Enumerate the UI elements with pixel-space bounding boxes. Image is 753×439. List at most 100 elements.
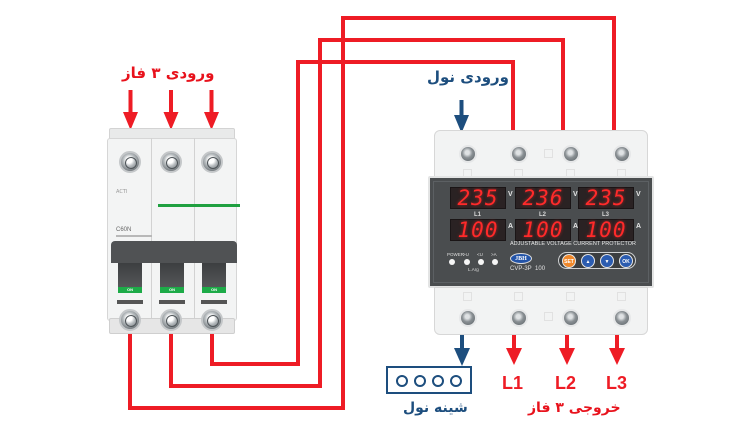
up-button[interactable]: ▲ [581, 254, 595, 268]
breaker-brand: ACTI [116, 189, 128, 195]
device-top-terminal-block [434, 130, 648, 178]
overvoltage-led [464, 259, 470, 265]
led-group-label: L.Arg [468, 267, 479, 272]
bottom-terminal-l3 [613, 309, 631, 327]
output-line-l3: L3 [606, 373, 628, 393]
bottom-screw-terminal-2 [160, 309, 182, 331]
top-screw-terminal-3 [201, 151, 223, 173]
brand-logo: JBH [510, 253, 532, 264]
output-3phase-label: خروجی ۳ فاز [528, 400, 621, 416]
voltage-unit-l2: V [573, 191, 578, 198]
terminal-marker [544, 312, 553, 321]
breaker-lever-2[interactable] [160, 263, 184, 289]
busbar-hole [432, 375, 444, 387]
voltage-display-l3: 235 [578, 187, 634, 209]
top-screw-terminal-2 [160, 151, 182, 173]
bottom-terminal-n [459, 309, 477, 327]
bottom-screw-terminal-1 [119, 309, 141, 331]
phase-label-l1: L1 [474, 212, 482, 218]
wire-pole2-to-l2 [169, 38, 565, 388]
terminal-marker [514, 292, 523, 301]
device-model: CVP-3P 100 [510, 266, 545, 272]
current-unit-l3: A [636, 223, 642, 230]
wire-pole1-to-l3 [128, 16, 616, 410]
phase-label-l2: L2 [539, 212, 547, 218]
top-terminal-n [459, 145, 477, 163]
voltage-display-l2: 236 [515, 187, 571, 209]
breaker-lever-1[interactable] [118, 263, 142, 289]
top-terminal-l3 [613, 145, 631, 163]
pole-1-on-indicator: ON [118, 287, 142, 293]
device-title: ADJUSTABLE VOLTAGE CURRENT PROTECTOR [510, 241, 637, 247]
bottom-terminal-l1 [510, 309, 528, 327]
terminal-slot [159, 300, 185, 304]
control-buttons: SET ▲ ▼ OK [558, 252, 636, 269]
pole-3-on-indicator: ON [202, 287, 226, 293]
terminal-marker [463, 292, 472, 301]
pole-divider [194, 138, 195, 321]
current-unit-l2: A [573, 223, 579, 230]
neutral-busbar [386, 366, 472, 394]
ok-button[interactable]: OK [619, 254, 633, 268]
output-arrow-l2 [559, 335, 575, 365]
model-name: CVP-3P [510, 266, 532, 272]
current-unit-l1: A [508, 223, 514, 230]
led-label-undervoltage: <U [477, 252, 483, 257]
terminal-slot [117, 300, 143, 304]
output-arrow-l1 [506, 335, 522, 365]
input-3phase-label: ورودی ۳ فاز [122, 64, 215, 82]
phase-label-l3: L3 [602, 212, 610, 218]
set-button[interactable]: SET [562, 254, 576, 268]
terminal-slot [201, 300, 227, 304]
output-line-l2: L2 [555, 373, 577, 393]
power-led [449, 259, 455, 265]
breaker-model: C60N [116, 227, 132, 233]
undervoltage-led [478, 259, 484, 265]
model-rating: 100 [535, 266, 546, 272]
input-arrow-3 [204, 90, 219, 130]
three-pole-breaker: ACTI C60N ON ON ON [107, 128, 240, 334]
busbar-hole [396, 375, 408, 387]
input-neutral-label: ورودی نول [427, 68, 510, 86]
pole-divider [151, 138, 152, 321]
led-label-overcurrent: >A [491, 252, 497, 257]
voltage-unit-l1: V [508, 191, 513, 198]
down-button[interactable]: ▼ [600, 254, 614, 268]
pole-2-on-indicator: ON [160, 287, 184, 293]
voltage-unit-l3: V [636, 191, 641, 198]
breaker-lever-3[interactable] [202, 263, 226, 289]
current-display-l1: 100 [450, 219, 506, 241]
current-display-l2: 100 [515, 219, 571, 241]
neutral-busbar-label: شینه نول [403, 400, 468, 416]
neutral-output-arrow [454, 335, 470, 366]
wire-pole3-to-l1 [210, 60, 515, 366]
output-arrow-l3 [609, 335, 625, 365]
top-terminal-l1 [510, 145, 528, 163]
voltage-display-l1: 235 [450, 187, 506, 209]
input-arrow-2 [163, 90, 179, 130]
terminal-marker [566, 292, 575, 301]
top-screw-terminal-1 [119, 151, 141, 173]
led-label-power: POWER [447, 252, 465, 257]
top-terminal-l2 [562, 145, 580, 163]
voltage-current-protector: 235 V 236 V 235 V L1 L2 L3 100 A 100 A 1… [428, 130, 654, 335]
device-front-panel: 235 V 236 V 235 V L1 L2 L3 100 A 100 A 1… [428, 176, 654, 288]
breaker-model-underline [116, 235, 152, 237]
busbar-hole [450, 375, 462, 387]
bottom-terminal-l2 [562, 309, 580, 327]
input-arrow-1 [123, 90, 138, 130]
terminal-marker [544, 149, 553, 158]
breaker-status-bar [158, 204, 240, 207]
breaker-handle-bar[interactable] [111, 241, 237, 263]
busbar-hole [414, 375, 426, 387]
device-bottom-terminal-block [434, 287, 648, 335]
led-label-overvoltage: >U [463, 252, 469, 257]
panel-inner-border [433, 181, 649, 283]
overcurrent-led [492, 259, 498, 265]
bottom-screw-terminal-3 [201, 309, 223, 331]
output-line-l1: L1 [502, 373, 524, 393]
terminal-marker [617, 292, 626, 301]
current-display-l3: 100 [578, 219, 634, 241]
